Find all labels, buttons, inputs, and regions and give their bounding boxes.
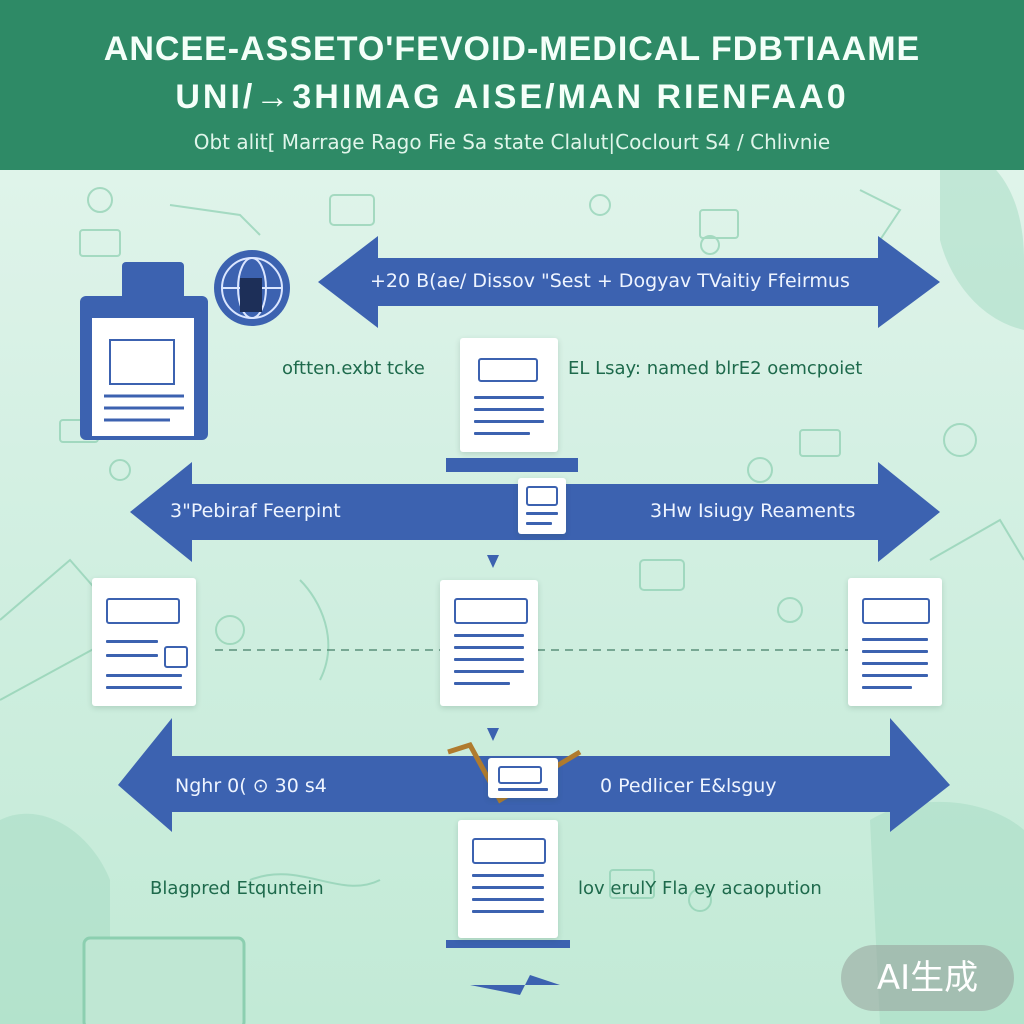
down-arrow-small-1: [487, 555, 499, 568]
document-card-middle-badge: [518, 478, 566, 534]
annotation-lower-left: Blagpred Etquntein: [150, 878, 324, 899]
document-card-left: [92, 578, 196, 706]
annotation-upper-right: EL Lsay: named blrE2 oemcpoiet: [568, 358, 863, 379]
bottom-arrow-left-label: Nghr 0( ⊙ 30 s4: [175, 775, 327, 797]
page-title-line-2: UNI/→3HIMAG AISE/MAN RIENFAA0: [175, 78, 849, 116]
bottom-stand-arrow: [470, 975, 560, 995]
down-arrow-small-2: [487, 728, 499, 741]
annotation-lower-right: lov erulY Fla ey acaopution: [578, 878, 822, 899]
middle-arrow-right-label: 3Hw Isiugy Reaments: [650, 500, 856, 522]
center-monitor-base: [446, 458, 578, 472]
document-card-top-center: [460, 338, 558, 452]
document-card-center: [440, 580, 538, 706]
clipboard-device-icon: [80, 262, 208, 440]
page-title-line-1: ANCEE-ASSETO'FEVOID-MEDICAL FDBTIAAME: [103, 30, 921, 68]
document-card-right: [848, 578, 942, 706]
ai-generated-watermark: AI生成: [841, 945, 1014, 1011]
page-subtitle: Obt alit[ Marrage Rago Fie Sa state Clal…: [193, 130, 831, 154]
document-card-bottom: [458, 820, 558, 938]
top-double-arrow: [318, 236, 940, 328]
annotation-upper-left: oftten.exbt tcke: [282, 358, 425, 379]
bottom-stand-base: [446, 940, 570, 948]
top-arrow-label: +20 B(ae/ Dissov "Sest + Dogyav TVaitiy …: [370, 270, 850, 292]
bottom-arrow-right-label: 0 Pedlicer E&lsguy: [600, 775, 777, 797]
globe-icon: [214, 250, 290, 326]
document-card-bottom-monitor-center: [488, 758, 558, 798]
middle-arrow-left-label: 3"Pebiraf Feerpint: [170, 500, 341, 522]
header-banner: ANCEE-ASSETO'FEVOID-MEDICAL FDBTIAAME UN…: [0, 0, 1024, 170]
